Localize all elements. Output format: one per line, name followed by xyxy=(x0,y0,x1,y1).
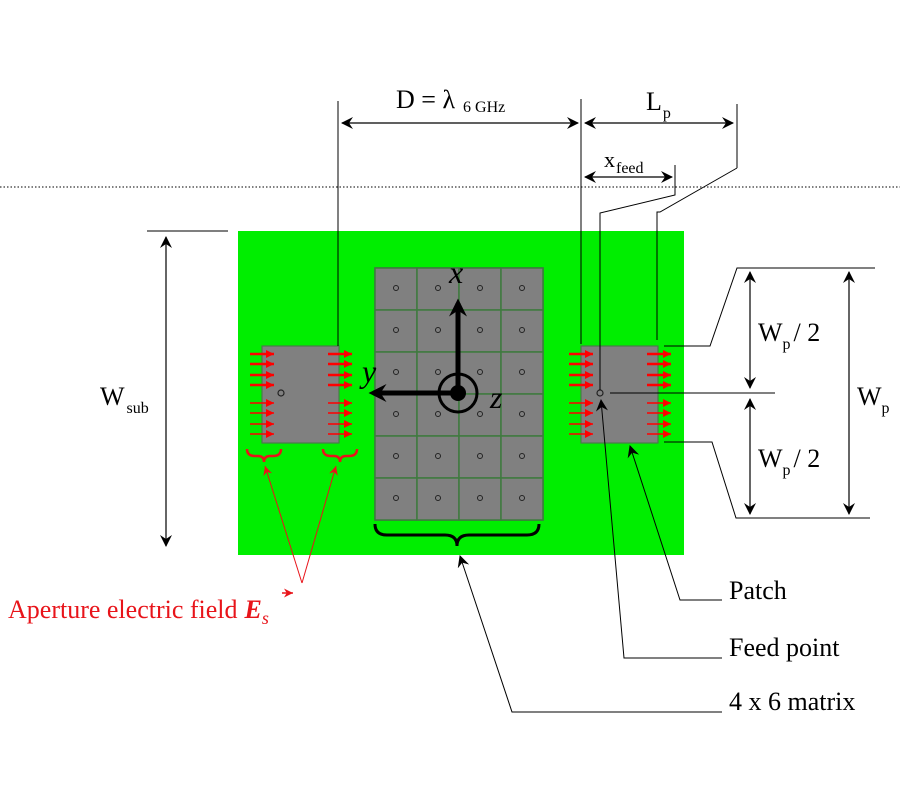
feed-point-callout-label: Feed point xyxy=(729,633,840,662)
matrix-callout-label: 4 x 6 matrix xyxy=(729,687,855,716)
right-patch xyxy=(580,345,659,444)
xfeed-label: xfeed xyxy=(604,147,644,177)
matrix-cell xyxy=(416,393,460,437)
patch-callout-label: Patch xyxy=(729,576,787,605)
aperture-brace-right xyxy=(321,448,359,463)
matrix-cell-feed-point xyxy=(519,411,525,417)
lp-label: Lp xyxy=(646,87,671,122)
matrix-cell xyxy=(458,477,502,521)
wp-label: Wp xyxy=(857,382,890,417)
matrix-cell-feed-point xyxy=(519,369,525,375)
matrix-cell-feed-point xyxy=(435,411,441,417)
matrix-cell xyxy=(458,435,502,479)
matrix-cell-feed-point xyxy=(435,453,441,459)
matrix-cell-feed-point xyxy=(435,327,441,333)
aperture-pointer-left xyxy=(263,465,303,584)
matrix-cell-feed-point xyxy=(393,369,399,375)
lp-leader-line xyxy=(656,167,738,340)
wp-bottom-leader xyxy=(664,441,870,519)
wp-half-top-label: Wp/ 2 xyxy=(758,318,820,353)
left-patch-field-arrows-left xyxy=(250,350,274,438)
matrix-cell xyxy=(416,435,460,479)
matrix-cell xyxy=(374,309,418,353)
matrix-cell xyxy=(500,309,544,353)
matrix-cell xyxy=(416,477,460,521)
matrix-cell-feed-point xyxy=(477,453,483,459)
matrix-cell-feed-point xyxy=(477,327,483,333)
matrix-cell-feed-point xyxy=(393,411,399,417)
matrix-cell xyxy=(374,351,418,395)
matrix-cell xyxy=(500,351,544,395)
x-axis-label: x xyxy=(448,254,463,290)
matrix-brace xyxy=(373,523,541,547)
matrix-cell xyxy=(374,267,418,311)
matrix-cell xyxy=(416,309,460,353)
matrix-cell xyxy=(500,267,544,311)
matrix-cell-feed-point xyxy=(519,285,525,291)
matrix-callout-leader xyxy=(457,555,722,713)
matrix-cell xyxy=(374,393,418,437)
right-patch-field-arrows-right xyxy=(647,350,671,438)
matrix-cell-feed-point xyxy=(477,369,483,375)
left-patch-feed-point xyxy=(277,389,285,397)
right-patch-field-arrows-left xyxy=(569,350,593,438)
aperture-brace-left xyxy=(245,448,283,463)
wp-half-bottom-label: Wp/ 2 xyxy=(758,444,820,479)
wp-top-leader xyxy=(664,267,875,347)
left-patch-field-arrows-right xyxy=(328,350,352,438)
matrix-cell-feed-point xyxy=(393,495,399,501)
matrix-cell-feed-point xyxy=(393,453,399,459)
matrix-cell xyxy=(500,435,544,479)
z-axis-label: z xyxy=(489,379,503,415)
matrix-cell xyxy=(500,477,544,521)
z-axis-outer-ring xyxy=(437,372,479,414)
matrix-cell xyxy=(374,477,418,521)
matrix-cell-feed-point xyxy=(393,285,399,291)
matrix-cell-feed-point xyxy=(477,285,483,291)
matrix-cell-feed-point xyxy=(477,495,483,501)
matrix-cell-feed-point xyxy=(477,411,483,417)
z-axis-dot xyxy=(450,385,466,401)
matrix-cell-feed-point xyxy=(519,495,525,501)
matrix-cell xyxy=(500,393,544,437)
matrix-cell-feed-point xyxy=(393,327,399,333)
matrix-cell xyxy=(374,435,418,479)
aperture-pointer-right xyxy=(301,465,338,584)
matrix-cell-feed-point xyxy=(435,285,441,291)
y-axis-label: y xyxy=(359,353,377,389)
matrix-cell-feed-point xyxy=(435,495,441,501)
matrix-cell-feed-point xyxy=(435,369,441,375)
matrix-cell-feed-point xyxy=(519,453,525,459)
matrix-cell-feed-point xyxy=(519,327,525,333)
matrix-cell xyxy=(458,309,502,353)
xfeed-leader-line xyxy=(599,165,676,390)
left-patch xyxy=(261,345,340,444)
patch-callout-leader xyxy=(627,445,722,601)
feed-point-callout-leader xyxy=(596,399,722,659)
matrix-cell xyxy=(416,351,460,395)
matrix-cell xyxy=(458,267,502,311)
matrix-cell xyxy=(458,393,502,437)
